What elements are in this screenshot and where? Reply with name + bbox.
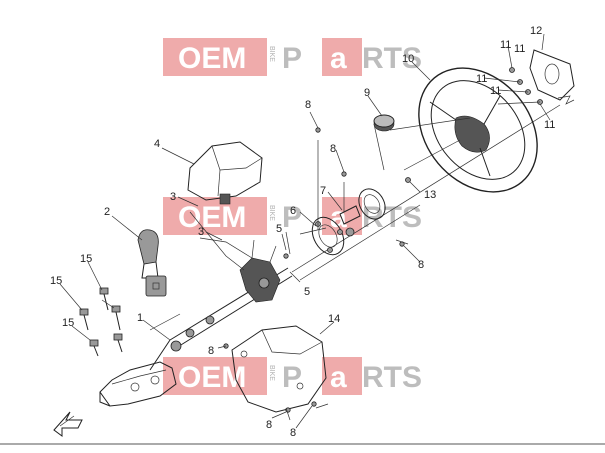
- watermark-rts-text: RTS: [362, 361, 422, 394]
- steering-wheel: [418, 67, 538, 193]
- front-arrow-icon: [53, 411, 83, 437]
- gear-shift-lever: [137, 229, 167, 297]
- bolt: [99, 287, 109, 311]
- watermark-oem-text: OEM: [178, 42, 246, 75]
- watermark-oem-text: OEM: [178, 361, 246, 394]
- watermark-top: OEM BIKE P a RTS: [163, 38, 422, 76]
- spacer-ring: [358, 188, 386, 220]
- leader-lines: [59, 33, 551, 429]
- lower-column-cover: [231, 325, 327, 413]
- callout-3: 3: [198, 226, 204, 238]
- callout-13: 13: [424, 189, 436, 201]
- callout-12: 12: [530, 25, 542, 37]
- callout-11: 11: [544, 119, 555, 131]
- watermark-oem-box: [163, 197, 267, 235]
- callout-11: 11: [476, 73, 487, 85]
- combination-switch: [239, 239, 281, 303]
- callout-9: 9: [364, 87, 370, 99]
- callout-1: 1: [137, 312, 143, 324]
- watermark-bike-text: BIKE: [268, 46, 275, 62]
- callout-7: 7: [320, 185, 326, 197]
- callout-10: 10: [402, 53, 414, 65]
- watermark-a-box: [322, 38, 362, 76]
- bolt: [89, 339, 99, 357]
- bolt: [111, 305, 121, 331]
- watermark-bike-text: BIKE: [268, 205, 275, 221]
- watermark-p-text: P: [282, 201, 302, 234]
- upper-column-cover: [187, 141, 263, 205]
- watermark-a-text: a: [330, 361, 347, 394]
- callout-8: 8: [290, 427, 296, 439]
- watermark-p-text: P: [282, 42, 302, 75]
- callout-8: 8: [208, 345, 214, 357]
- watermark-middle: OEM BIKE P a RTS: [163, 197, 422, 235]
- alignment-lines: [189, 117, 471, 421]
- callout-8: 8: [330, 143, 336, 155]
- callout-8: 8: [266, 419, 272, 431]
- callout-11: 11: [514, 43, 525, 55]
- callout-labels: 1 2 3 3 4 5 5 6 7 8 8 8 8 8 8 9 10 11 11…: [50, 25, 555, 439]
- callout-15: 15: [62, 317, 74, 329]
- watermark-oem-box: [163, 357, 267, 395]
- callout-15: 15: [50, 275, 62, 287]
- bolt: [79, 308, 89, 331]
- watermark-bottom: OEM BIKE P a RTS: [163, 357, 422, 395]
- wheel-boss: [373, 114, 395, 171]
- watermark-a-text: a: [330, 42, 347, 75]
- watermark-a-text: a: [330, 201, 347, 234]
- watermark-rts-text: RTS: [362, 42, 422, 75]
- callout-11: 11: [490, 85, 501, 97]
- callout-14: 14: [328, 313, 340, 325]
- callout-8: 8: [305, 99, 311, 111]
- watermark-oem-text: OEM: [178, 201, 246, 234]
- center-cap: [529, 49, 575, 105]
- callout-5: 5: [304, 286, 310, 298]
- watermark-a-box: [322, 197, 362, 235]
- watermark-oem-box: [163, 38, 267, 76]
- mounting-bolts: [79, 287, 123, 357]
- watermark-rts-text: RTS: [362, 201, 422, 234]
- callout-6: 6: [290, 205, 296, 217]
- watermark-a-box: [322, 357, 362, 395]
- callout-11: 11: [500, 39, 511, 51]
- callout-3: 3: [170, 191, 176, 203]
- cap-screws: [509, 67, 543, 105]
- callout-5: 5: [276, 223, 282, 235]
- callout-4: 4: [154, 138, 160, 150]
- watermark-bike-text: BIKE: [268, 365, 275, 381]
- screws-8: [223, 127, 411, 413]
- column-mount-bracket: [99, 315, 215, 407]
- callout-2: 2: [104, 206, 110, 218]
- bolt: [113, 333, 123, 353]
- callout-15: 15: [80, 253, 92, 265]
- callout-8: 8: [418, 259, 424, 271]
